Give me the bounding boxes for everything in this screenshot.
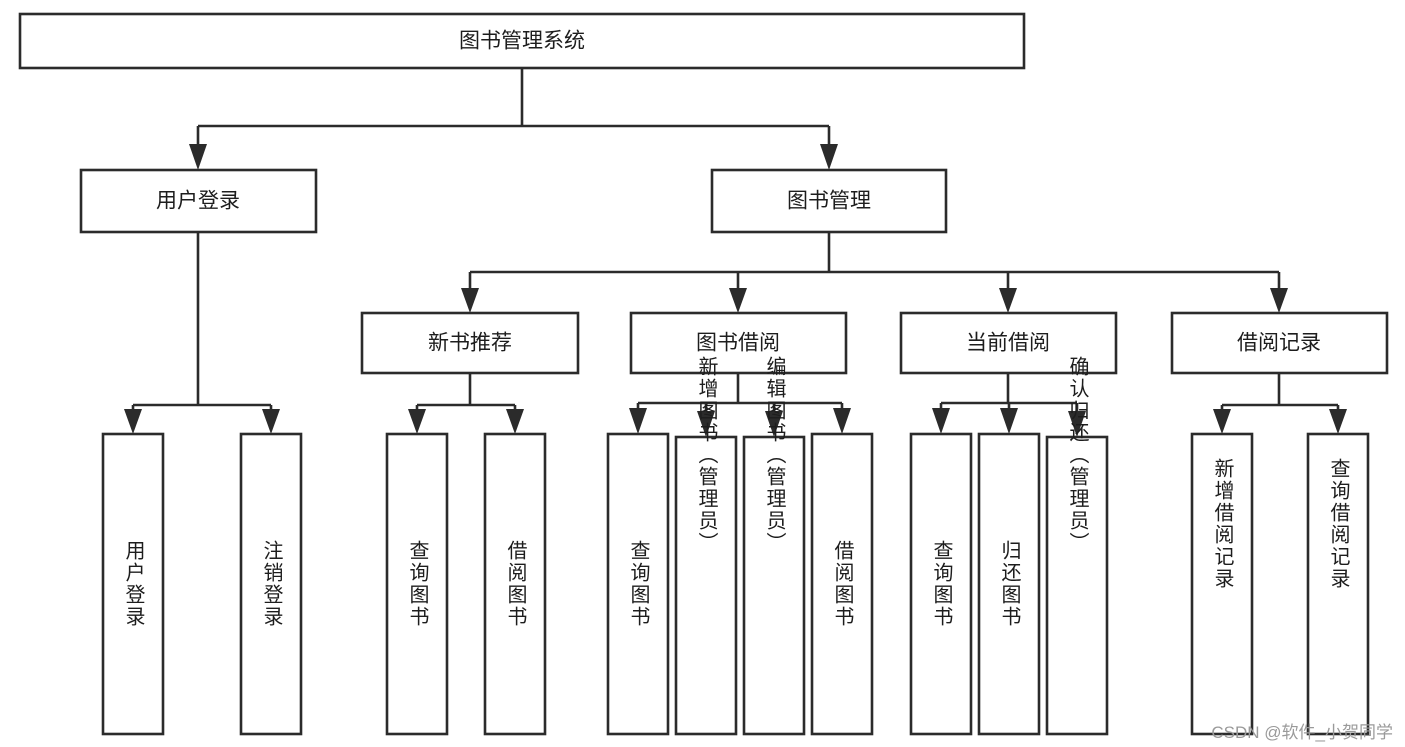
leaf-book-borrow-borrow-label: 借阅图书 — [831, 540, 854, 628]
arrowhead-new-book-recommend — [461, 288, 479, 313]
arrowhead-borrow-record — [1270, 288, 1288, 313]
node-root-label: 图书管理系统 — [459, 30, 585, 53]
arrowhead-leaf-book-borrow-2 — [697, 411, 715, 437]
arrowhead-leaf-book-borrow-3 — [765, 411, 783, 437]
arrowhead-book-manage — [820, 144, 838, 170]
leaf-current-borrow-confirm-label: 确认归还（管理员） — [1066, 356, 1089, 554]
arrowhead-leaf-new-book-1 — [408, 409, 426, 434]
leaf-user-login-login[interactable]: 用户登录 — [101, 432, 165, 736]
arrowhead-current-borrow — [999, 288, 1017, 313]
leaf-book-borrow-borrow[interactable]: 借阅图书 — [810, 432, 874, 736]
leaf-borrow-record-query-label: 查询借阅记录 — [1327, 458, 1350, 590]
node-current-borrow-label: 当前借阅 — [966, 332, 1050, 355]
leaf-new-book-borrow[interactable]: 借阅图书 — [483, 432, 547, 736]
leaf-user-login-login-label: 用户登录 — [122, 540, 145, 628]
arrowhead-leaf-borrow-record-2 — [1329, 409, 1347, 434]
node-root-book-management-system[interactable]: 图书管理系统 — [18, 12, 1026, 70]
leaf-book-borrow-query[interactable]: 查询图书 — [606, 432, 670, 736]
leaf-new-book-query-label: 查询图书 — [406, 540, 429, 628]
node-book-borrow[interactable]: 图书借阅 — [629, 311, 848, 375]
leaf-borrow-record-add[interactable]: 新增借阅记录 — [1190, 432, 1254, 736]
arrowhead-leaf-user-login-2 — [262, 409, 280, 434]
arrowhead-leaf-user-login-1 — [124, 409, 142, 434]
node-book-borrow-label: 图书借阅 — [696, 332, 780, 355]
leaf-current-borrow-query-label: 查询图书 — [930, 540, 953, 628]
arrowhead-user-login — [189, 144, 207, 170]
arrowhead-leaf-borrow-record-1 — [1213, 409, 1231, 434]
arrowhead-leaf-current-borrow-3 — [1068, 411, 1086, 437]
leaf-new-book-borrow-label: 借阅图书 — [504, 540, 527, 628]
node-current-borrow[interactable]: 当前借阅 — [899, 311, 1118, 375]
leaf-current-borrow-confirm[interactable]: 确认归还（管理员） — [1045, 356, 1109, 736]
arrowhead-leaf-current-borrow-2 — [1000, 408, 1018, 434]
node-book-management[interactable]: 图书管理 — [710, 168, 948, 234]
leaf-book-borrow-add-label: 新增图书（管理员） — [695, 356, 718, 554]
arrowhead-leaf-new-book-2 — [506, 409, 524, 434]
leaf-book-borrow-edit[interactable]: 编辑图书（管理员） — [742, 356, 806, 736]
node-user-login[interactable]: 用户登录 — [79, 168, 318, 234]
leaf-new-book-query[interactable]: 查询图书 — [385, 432, 449, 736]
connector-layer — [124, 68, 1347, 437]
node-new-book-recommend[interactable]: 新书推荐 — [360, 311, 580, 375]
leaf-current-borrow-query[interactable]: 查询图书 — [909, 432, 973, 736]
arrowhead-book-borrow — [729, 288, 747, 313]
arrowhead-leaf-current-borrow-1 — [932, 408, 950, 434]
leaf-book-borrow-edit-label: 编辑图书（管理员） — [763, 356, 786, 554]
leaf-borrow-record-add-label: 新增借阅记录 — [1211, 458, 1234, 590]
node-new-book-recommend-label: 新书推荐 — [428, 332, 512, 355]
leaf-user-login-logout[interactable]: 注销登录 — [239, 432, 303, 736]
leaf-borrow-record-query[interactable]: 查询借阅记录 — [1306, 432, 1370, 736]
node-borrow-record[interactable]: 借阅记录 — [1170, 311, 1389, 375]
arrowhead-leaf-book-borrow-4 — [833, 408, 851, 434]
leaf-user-login-logout-label: 注销登录 — [260, 540, 283, 628]
leaf-current-borrow-return[interactable]: 归还图书 — [977, 432, 1041, 736]
leaf-book-borrow-add[interactable]: 新增图书（管理员） — [674, 356, 738, 736]
leaf-current-borrow-return-label: 归还图书 — [998, 540, 1021, 628]
node-book-management-label: 图书管理 — [787, 190, 871, 213]
leaf-book-borrow-query-label: 查询图书 — [627, 540, 650, 628]
node-user-login-label: 用户登录 — [156, 190, 240, 213]
node-borrow-record-label: 借阅记录 — [1237, 332, 1321, 355]
arrowhead-leaf-book-borrow-1 — [629, 408, 647, 434]
